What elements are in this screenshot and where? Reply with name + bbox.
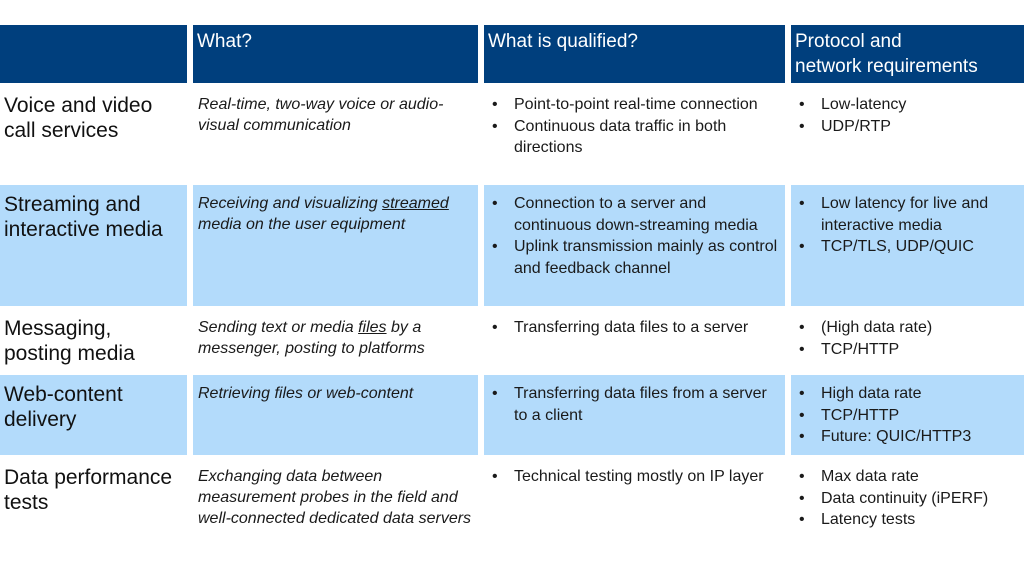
table-header-row: What? What is qualified? Protocol and ne…: [0, 25, 1024, 83]
what-underlined: streamed: [382, 195, 449, 212]
list-item: Future: QUIC/HTTP3: [795, 426, 1020, 448]
requirements-cell: Max data rate Data continuity (iPERF) La…: [791, 458, 1024, 558]
table-row: Data performance tests Exchanging data b…: [0, 458, 1024, 558]
list-item: Data continuity (iPERF): [795, 488, 1020, 510]
table-row: Messaging, posting media Sending text or…: [0, 309, 1024, 372]
table-row: Streaming and interactive media Receivin…: [0, 185, 1024, 306]
qualified-list: Transferring data files to a server: [484, 309, 785, 339]
requirements-list: (High data rate) TCP/HTTP: [791, 309, 1024, 360]
what-text-after: by a messenger, posting to platforms: [198, 319, 425, 357]
qualified-cell: Technical testing mostly on IP layer: [484, 458, 785, 558]
requirements-list: Low latency for live and interactive med…: [791, 185, 1024, 258]
list-item: TCP/HTTP: [795, 405, 1020, 427]
what-description: Exchanging data between measurement prob…: [193, 458, 478, 558]
what-text-after: media on the user equipment: [198, 216, 406, 233]
what-text: Retrieving files or web-content: [198, 385, 414, 402]
header-cell-empty: [0, 25, 187, 83]
list-item: TCP/TLS, UDP/QUIC: [795, 236, 1020, 258]
list-item: Uplink transmission mainly as control an…: [488, 236, 781, 279]
list-item: Continuous data traffic in both directio…: [488, 116, 781, 159]
qualified-list: Technical testing mostly on IP layer: [484, 458, 785, 488]
table-row: Voice and video call services Real-time,…: [0, 86, 1024, 182]
qualified-list: Connection to a server and continuous do…: [484, 185, 785, 279]
list-item: Transferring data files to a server: [488, 317, 781, 339]
list-item: UDP/RTP: [795, 116, 1020, 138]
category-label: Data performance tests: [4, 466, 173, 514]
qualified-list: Point-to-point real-time connection Cont…: [484, 86, 785, 159]
header-line-1: Protocol and: [795, 31, 902, 52]
qualified-cell: Point-to-point real-time connection Cont…: [484, 86, 785, 182]
requirements-cell: Low latency for live and interactive med…: [791, 185, 1024, 306]
what-description: Sending text or media files by a messeng…: [193, 309, 478, 372]
qualified-cell: Connection to a server and continuous do…: [484, 185, 785, 306]
list-item: Transferring data files from a server to…: [488, 383, 781, 426]
list-item: Point-to-point real-time connection: [488, 94, 781, 116]
list-item: High data rate: [795, 383, 1020, 405]
list-item: Technical testing mostly on IP layer: [488, 466, 781, 488]
requirements-cell: (High data rate) TCP/HTTP: [791, 309, 1024, 372]
header-cell-what-is-qualified: What is qualified?: [484, 25, 785, 83]
header-cell-protocol-requirements: Protocol and network requirements: [791, 25, 1024, 83]
requirements-list: Max data rate Data continuity (iPERF) La…: [791, 458, 1024, 531]
qualified-cell: Transferring data files to a server: [484, 309, 785, 372]
requirements-cell: Low-latency UDP/RTP: [791, 86, 1024, 182]
category-label: Streaming and interactive media: [0, 185, 187, 306]
header-line-2: network requirements: [795, 56, 978, 77]
what-description: Receiving and visualizing streamed media…: [193, 185, 478, 306]
what-text: Real-time, two-way voice or audio-visual…: [198, 96, 444, 134]
list-item: Low-latency: [795, 94, 1020, 116]
list-item: (High data rate): [795, 317, 1020, 339]
list-item: Low latency for live and interactive med…: [795, 193, 1020, 236]
what-text: Sending text or media: [198, 319, 359, 336]
requirements-list: High data rate TCP/HTTP Future: QUIC/HTT…: [791, 375, 1024, 448]
what-text: Receiving and visualizing: [198, 195, 383, 212]
what-description: Real-time, two-way voice or audio-visual…: [193, 86, 478, 182]
category-label: Voice and video call services: [4, 94, 153, 142]
category-label: Messaging, posting media: [4, 317, 135, 365]
category-label: Web-content delivery: [0, 375, 187, 455]
list-item: TCP/HTTP: [795, 339, 1020, 361]
what-text: Exchanging data between measurement prob…: [198, 468, 472, 527]
requirements-cell: High data rate TCP/HTTP Future: QUIC/HTT…: [791, 375, 1024, 455]
qualified-cell: Transferring data files from a server to…: [484, 375, 785, 455]
qualified-list: Transferring data files from a server to…: [484, 375, 785, 426]
requirements-list: Low-latency UDP/RTP: [791, 86, 1024, 137]
list-item: Connection to a server and continuous do…: [488, 193, 781, 236]
what-underlined: files: [358, 319, 387, 336]
what-description: Retrieving files or web-content: [193, 375, 478, 455]
table-row: Web-content delivery Retrieving files or…: [0, 375, 1024, 455]
list-item: Max data rate: [795, 466, 1020, 488]
header-cell-what: What?: [193, 25, 478, 83]
list-item: Latency tests: [795, 509, 1020, 531]
service-categories-table: What? What is qualified? Protocol and ne…: [0, 25, 1024, 558]
